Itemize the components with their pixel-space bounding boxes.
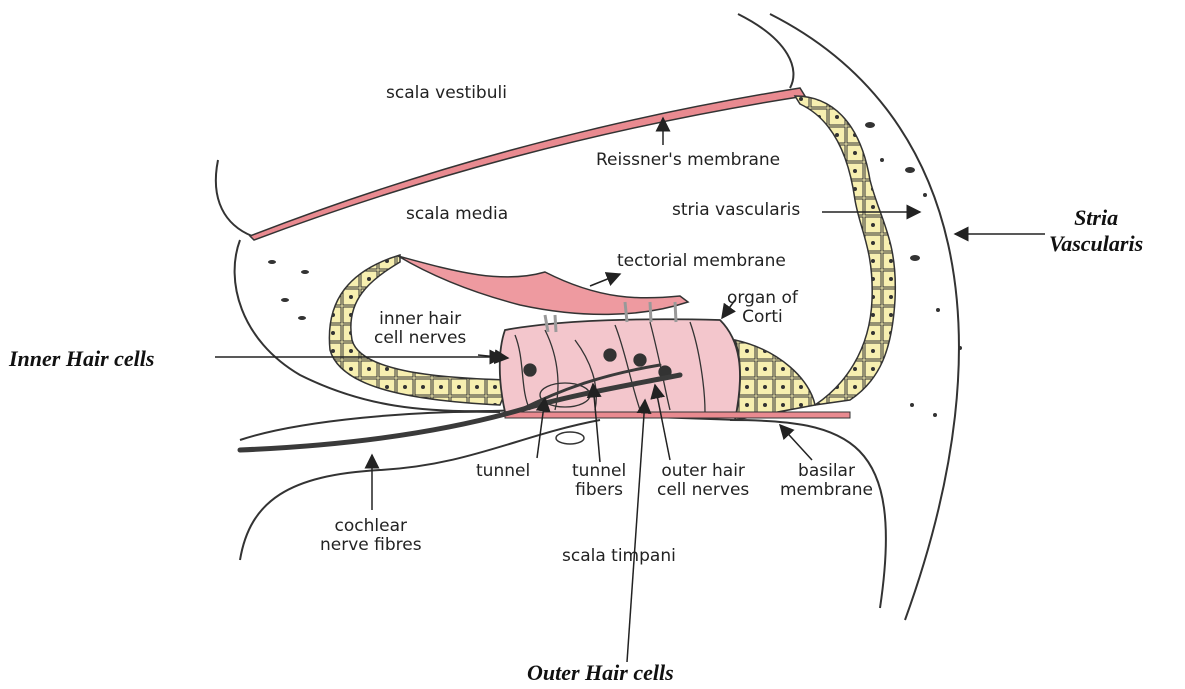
scala-timpani-label: scala timpani bbox=[562, 547, 676, 566]
inner-hair-cell-nerves-label: inner hair cell nerves bbox=[374, 310, 466, 348]
inner-hair-cells-annotation: Inner Hair cells bbox=[9, 346, 154, 372]
basilar-lower-edge bbox=[730, 420, 886, 608]
tunnel-label: tunnel bbox=[476, 462, 530, 481]
basilar-membrane-label: basilar membrane bbox=[780, 462, 873, 500]
tunnel bbox=[556, 432, 584, 444]
cochlear-wall-inner bbox=[738, 14, 793, 88]
support-cells bbox=[735, 340, 815, 420]
stria-vascularis-annotation: Stria Vascularis bbox=[1049, 205, 1143, 257]
scala-media-label: scala media bbox=[406, 205, 508, 224]
tectorial-membrane-label: tectorial membrane bbox=[617, 252, 786, 271]
modiolus-upper bbox=[216, 160, 252, 236]
outer-hair-cells-annotation: Outer Hair cells bbox=[527, 660, 674, 686]
stria-vascularis-band bbox=[795, 96, 895, 405]
cochlear-nerve-fibres-label: cochlear nerve fibres bbox=[320, 517, 422, 555]
stria-vascularis-label: stria vascularis bbox=[672, 201, 800, 220]
tunnel-fibers-label: tunnel fibers bbox=[572, 462, 626, 500]
basilar-membrane bbox=[505, 412, 850, 418]
organ-of-corti-label: organ of Corti bbox=[727, 289, 798, 327]
scala-vestibuli-label: scala vestibuli bbox=[386, 84, 507, 103]
reissners-membrane-label: Reissner's membrane bbox=[596, 151, 780, 170]
cochlear-wall-outer bbox=[770, 14, 959, 620]
outer-hair-cell-nerves-label: outer hair cell nerves bbox=[657, 462, 749, 500]
